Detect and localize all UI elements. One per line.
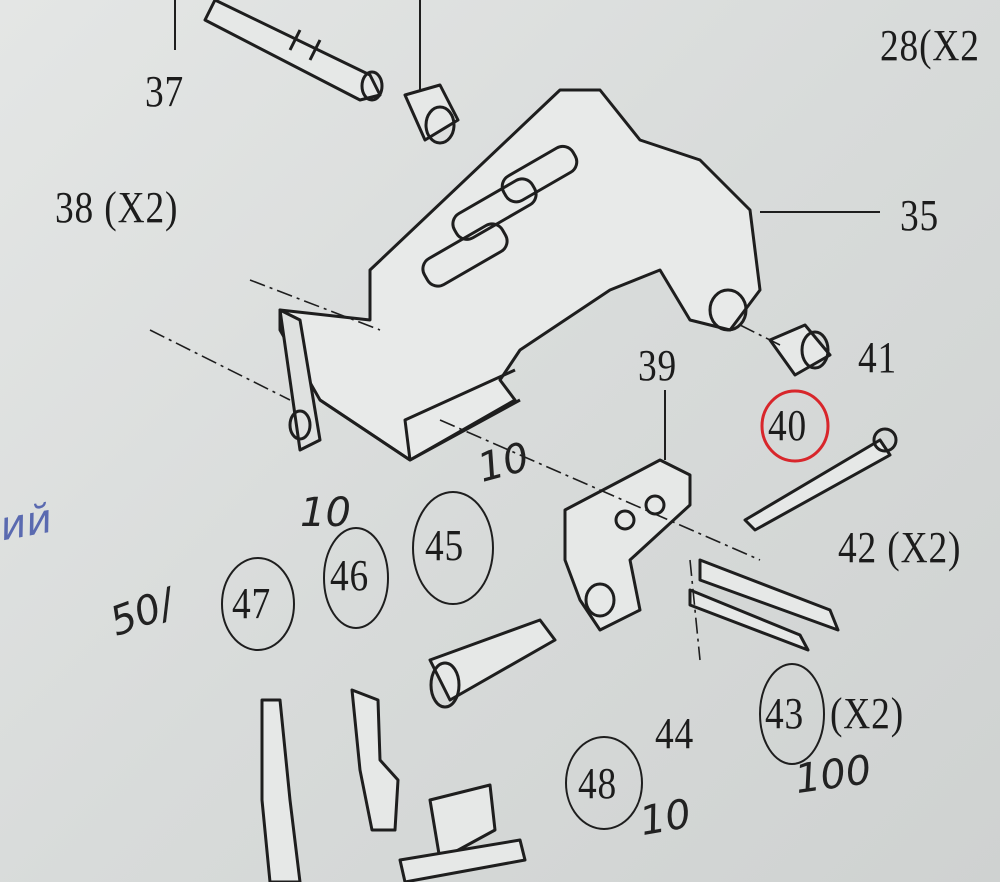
centerlines — [149, 279, 781, 661]
block-39 — [563, 458, 692, 632]
label-28: 28(X2 — [880, 21, 980, 70]
label-48: 48 — [578, 759, 618, 808]
label-39: 39 — [638, 341, 678, 390]
bushing — [403, 83, 460, 145]
highlight-circle-40 — [760, 389, 830, 463]
part-46 — [350, 688, 400, 832]
part-47 — [260, 698, 302, 882]
handwritten-blue-note: ий — [0, 495, 56, 551]
screws-43 — [688, 558, 840, 652]
handwritten-circles — [221, 491, 825, 830]
label-37: 37 — [145, 67, 185, 116]
label-45: 45 — [425, 521, 465, 570]
label-35: 35 — [900, 191, 940, 240]
label-47: 47 — [232, 579, 272, 628]
bushing-right — [768, 323, 832, 377]
pin-45 — [428, 618, 557, 709]
label-41: 41 — [858, 333, 898, 382]
label-42: 42 (X2) — [838, 523, 962, 572]
label-44: 44 — [655, 709, 695, 758]
label-43-qty: (X2) — [830, 689, 905, 738]
label-40: 40 — [768, 401, 808, 450]
bracket-35 — [278, 88, 762, 462]
label-46: 46 — [330, 551, 370, 600]
part-48 — [398, 783, 527, 882]
shaft-37 — [203, 0, 384, 102]
handwritten-note: 10 — [300, 490, 351, 536]
screw-41 — [743, 427, 898, 532]
handwritten-note: 10 — [636, 790, 695, 846]
label-43: 43 — [765, 689, 805, 738]
label-38: 38 (X2) — [55, 183, 179, 232]
